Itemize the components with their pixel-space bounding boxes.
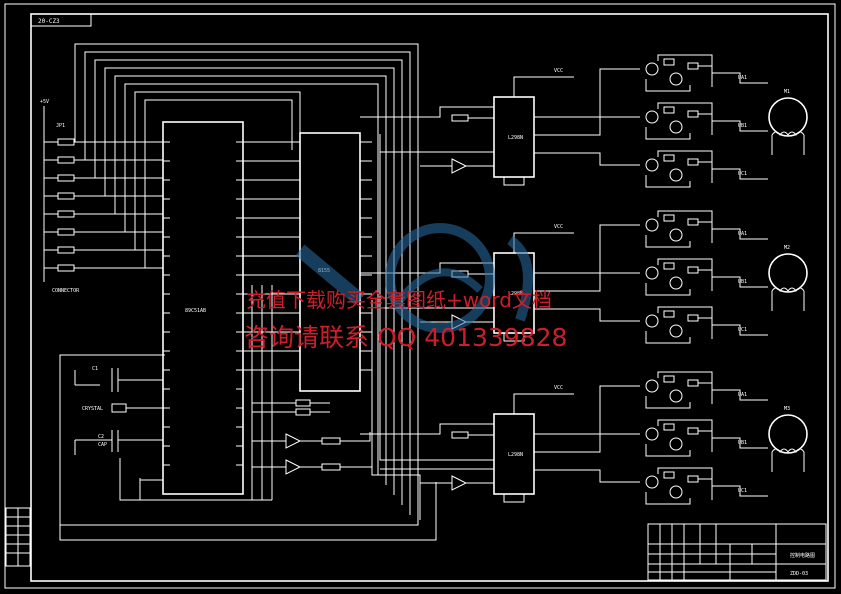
svg-text:C2: C2 xyxy=(98,434,104,440)
transistor-bridge: UC1 xyxy=(645,306,768,344)
motor: M1 xyxy=(768,89,808,155)
resistor xyxy=(57,210,75,218)
transistor-bridge: UB1 xyxy=(645,419,768,457)
resistor xyxy=(57,246,75,254)
svg-text:JP1: JP1 xyxy=(56,123,65,129)
transistor-bridge: UC1 xyxy=(645,467,768,505)
watermark-line-1: 充值下载购买全套图纸+word文档 xyxy=(246,288,552,312)
inner-border xyxy=(30,13,829,582)
svg-text:CAP: CAP xyxy=(98,442,107,448)
phase-label: UB1 xyxy=(738,440,747,446)
coil-icon xyxy=(771,287,805,292)
resistor xyxy=(57,156,75,164)
transistor-bridge: UA1 xyxy=(645,371,768,409)
drawing-number: ZDD-03 xyxy=(790,571,808,577)
supply-label: +5V xyxy=(40,99,49,105)
mcu-pins xyxy=(163,141,243,466)
resistor xyxy=(57,174,75,182)
vcc-label: VCC xyxy=(554,68,563,74)
phase-label: UC1 xyxy=(738,171,747,177)
resistor xyxy=(57,264,75,272)
driver-buffer xyxy=(451,475,468,491)
aux-components xyxy=(252,399,373,475)
phase-label: UC1 xyxy=(738,327,747,333)
motor-label: M3 xyxy=(784,406,790,412)
vcc-label: VCC xyxy=(554,224,563,230)
connector-jp1: +5V JP1 CONNECTOR xyxy=(40,99,163,294)
motor-label: M2 xyxy=(784,245,790,251)
driver-label: L298N xyxy=(508,291,523,297)
title-tag-box xyxy=(30,13,92,27)
phase-label: UA1 xyxy=(738,231,747,237)
crystal-label: CRYSTAL xyxy=(82,406,103,412)
svg-text:C1: C1 xyxy=(92,366,98,372)
outer-border xyxy=(4,3,836,589)
resistor xyxy=(57,192,75,200)
driver-label: L298N xyxy=(508,452,523,458)
driver-resistor xyxy=(451,114,469,122)
watermark-logo-icon xyxy=(295,223,533,333)
transistor-bridge: UB1 xyxy=(645,258,768,296)
motor-icon xyxy=(768,253,808,293)
coil-icon xyxy=(771,448,805,453)
motor: M3 xyxy=(768,406,808,472)
phase-label: UA1 xyxy=(738,392,747,398)
transistor-bridge: UB1 xyxy=(645,102,768,140)
transistor-bridge: UC1 xyxy=(645,150,768,188)
revision-table xyxy=(5,507,31,567)
motor-icon xyxy=(768,97,808,137)
phase-label: UA1 xyxy=(738,75,747,81)
motor-label: M1 xyxy=(784,89,790,95)
transistor-bridge: UA1 xyxy=(645,210,768,248)
resistor xyxy=(57,228,75,236)
mcu-chip xyxy=(162,121,244,495)
latch-chip xyxy=(299,132,361,392)
coil-icon xyxy=(771,131,805,136)
phase-label: UC1 xyxy=(738,488,747,494)
vcc-label: VCC xyxy=(554,385,563,391)
driver-label: L298N xyxy=(508,135,523,141)
title-tag: 20-CZ3 xyxy=(38,18,60,25)
drawing-name: 控制电路图 xyxy=(790,552,815,559)
driver-resistor xyxy=(451,431,469,439)
motor: M2 xyxy=(768,245,808,311)
phase-label: UB1 xyxy=(738,279,747,285)
watermark-line-2: 咨询请联系 QQ 401339828 xyxy=(244,323,568,352)
resistor xyxy=(57,138,75,146)
transistor-bridge: UA1 xyxy=(645,54,768,92)
driver-buffer xyxy=(451,158,468,174)
oscillator-circuit: C1 CRYSTAL C2 CAP xyxy=(74,366,163,501)
svg-text:CONNECTOR: CONNECTOR xyxy=(52,288,80,294)
mcu-label: 89C51AB xyxy=(185,308,206,314)
title-block: 控制电路图 ZDD-03 xyxy=(647,523,827,581)
phase-label: UB1 xyxy=(738,123,747,129)
motor-icon xyxy=(768,414,808,454)
